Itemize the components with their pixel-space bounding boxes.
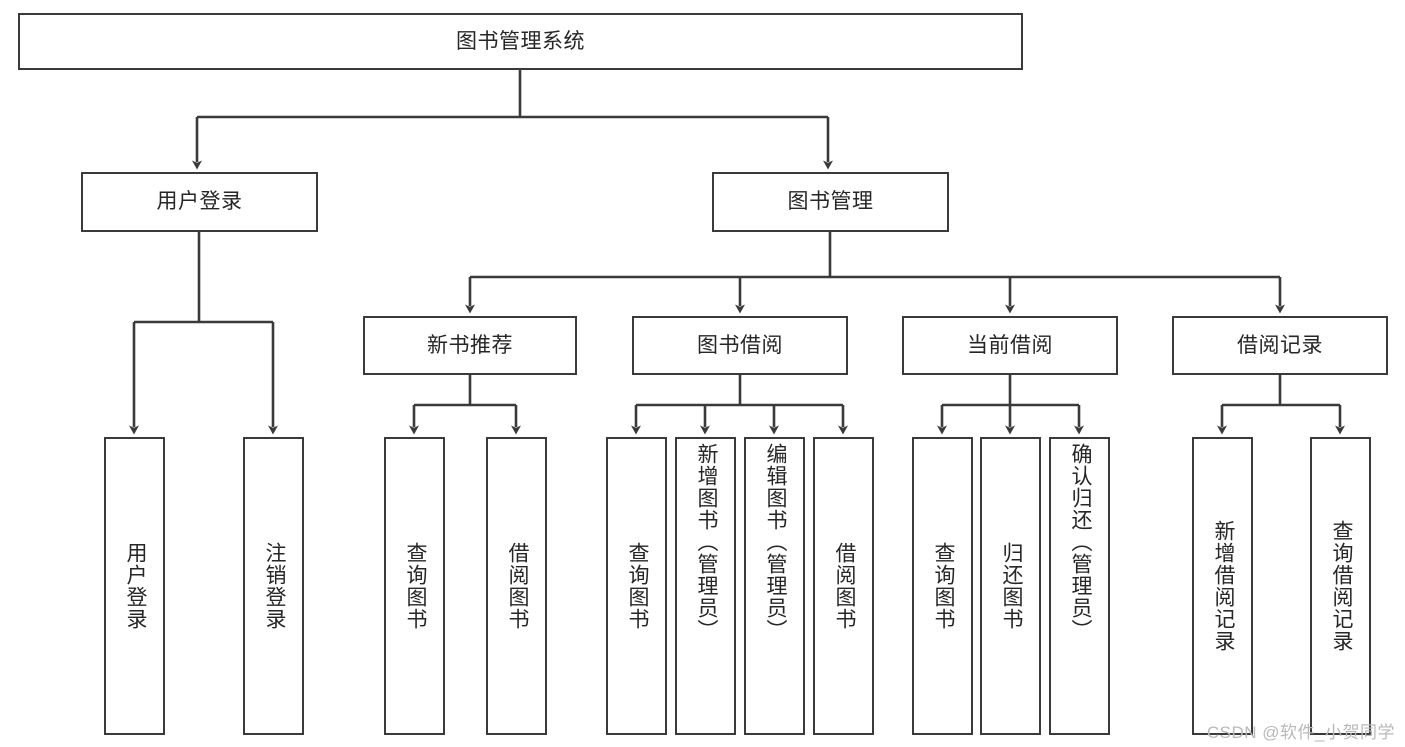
node-label: 新增借阅记录 [1211,520,1235,652]
node-label: 注销登录 [262,542,286,630]
node-label: 图书借阅 [697,333,783,357]
leaf-borrow-add-book-admin[interactable]: 新增图书（管理员） [675,437,736,735]
leaf-recommend-borrow-book[interactable]: 借阅图书 [486,437,547,735]
leaf-recommend-query-book[interactable]: 查询图书 [384,437,445,735]
leaf-record-query-borrow-record[interactable]: 查询借阅记录 [1310,437,1371,735]
leaf-record-add-borrow-record[interactable]: 新增借阅记录 [1192,437,1253,735]
leaf-borrow-edit-book-admin[interactable]: 编辑图书（管理员） [744,437,805,735]
node-borrowing-record[interactable]: 借阅记录 [1172,316,1388,375]
node-label: 编辑图书（管理员） [763,443,787,641]
node-book-borrowing[interactable]: 图书借阅 [632,316,848,375]
node-current-borrowing[interactable]: 当前借阅 [902,316,1118,375]
node-label: 归还图书 [999,542,1023,630]
node-label: 借阅记录 [1237,333,1323,357]
node-label: 当前借阅 [967,333,1053,357]
node-root-library-management-system[interactable]: 图书管理系统 [18,13,1023,70]
leaf-current-query-book[interactable]: 查询图书 [912,437,973,735]
leaf-user-login-login[interactable]: 用户登录 [104,437,165,735]
node-new-book-recommendation[interactable]: 新书推荐 [363,316,577,375]
leaf-current-return-book[interactable]: 归还图书 [980,437,1041,735]
node-book-management[interactable]: 图书管理 [712,172,949,232]
node-label: 用户登录 [156,190,243,214]
node-label: 查询图书 [625,542,649,630]
node-label: 图书管理 [787,190,874,214]
node-label: 查询借阅记录 [1329,520,1353,652]
node-label: 确认归还（管理员） [1068,443,1092,641]
node-user-login[interactable]: 用户登录 [81,172,318,232]
node-label: 新书推荐 [427,333,513,357]
node-label: 借阅图书 [832,542,856,630]
leaf-user-login-logout[interactable]: 注销登录 [243,437,304,735]
node-label: 查询图书 [931,542,955,630]
node-label: 查询图书 [403,542,427,630]
node-label: 新增图书（管理员） [694,443,718,641]
leaf-current-confirm-return-admin[interactable]: 确认归还（管理员） [1049,437,1110,735]
leaf-borrow-borrow-book[interactable]: 借阅图书 [813,437,874,735]
node-label: 图书管理系统 [456,29,585,53]
node-label: 用户登录 [123,542,147,630]
leaf-borrow-query-book[interactable]: 查询图书 [606,437,667,735]
csdn-watermark: CSDN @软件_小贺同学 [1206,723,1395,742]
node-label: 借阅图书 [505,542,529,630]
